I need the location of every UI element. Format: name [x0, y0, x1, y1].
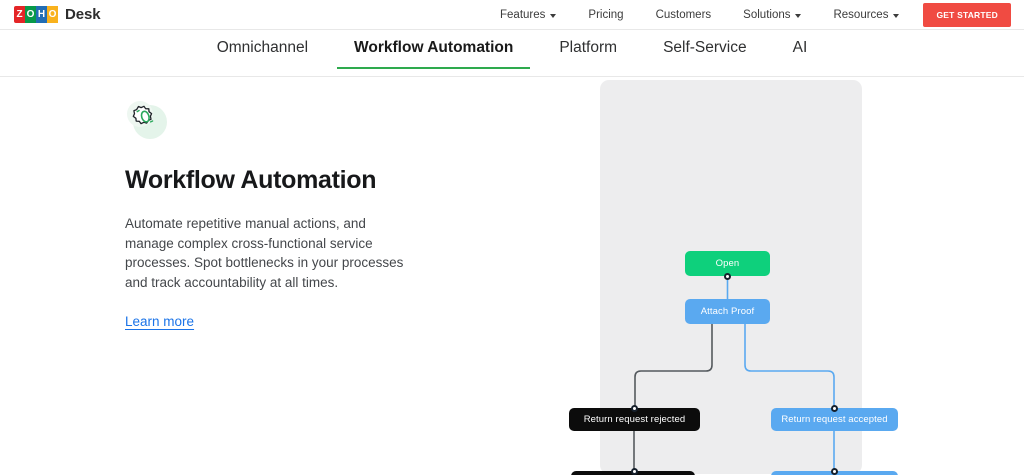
- connector-dot-notify-in[interactable]: [631, 467, 638, 475]
- nav-label-solutions: Solutions: [743, 9, 791, 21]
- workflow-node-attach-proof[interactable]: Attach Proof: [685, 299, 770, 324]
- chevron-down-icon: [550, 14, 557, 18]
- top-header-bar: Z O H O Desk Features Pricing Customers …: [0, 0, 1024, 30]
- feature-description-text: Automate repetitive manual actions, and …: [125, 216, 404, 290]
- learn-more-link[interactable]: Learn more: [125, 314, 195, 329]
- tab-self-service[interactable]: Self-Service: [663, 39, 747, 56]
- brand-logo[interactable]: Z O H O Desk: [14, 6, 101, 23]
- nav-item-customers[interactable]: Customers: [640, 0, 728, 30]
- logo-tile-o2: O: [47, 6, 58, 23]
- workflow-node-return-request-rejected[interactable]: Return request rejected: [569, 408, 700, 431]
- nav-item-solutions[interactable]: Solutions: [727, 0, 817, 30]
- connector-dot-accepted-in[interactable]: [830, 404, 838, 412]
- main-content: Workflow Automation Automate repetitive …: [0, 77, 1024, 475]
- feature-description-column: Workflow Automation Automate repetitive …: [125, 99, 425, 331]
- logo-tile-h: H: [36, 6, 47, 23]
- chevron-down-icon: [795, 14, 802, 18]
- chevron-down-icon: [893, 14, 900, 18]
- tab-workflow-automation[interactable]: Workflow Automation: [331, 39, 536, 69]
- tab-platform[interactable]: Platform: [559, 39, 618, 56]
- nav-item-pricing[interactable]: Pricing: [572, 0, 639, 30]
- get-started-button[interactable]: GET STARTED: [923, 3, 1011, 27]
- workflow-node-open[interactable]: Open: [685, 251, 770, 276]
- connector-dot-pickup-in[interactable]: [830, 467, 838, 475]
- nav-label-resources: Resources: [833, 9, 889, 21]
- connector-dot-open-out[interactable]: [724, 272, 731, 280]
- tab-ai[interactable]: AI: [792, 39, 808, 56]
- nav-label-features: Features: [500, 9, 546, 21]
- page-title: Workflow Automation: [125, 166, 377, 194]
- tab-omnichannel[interactable]: Omnichannel: [216, 39, 309, 56]
- nav-label-customers: Customers: [655, 9, 712, 21]
- primary-navigation: Features Pricing Customers Solutions Res…: [484, 0, 1024, 30]
- connector-dot-rejected-in[interactable]: [631, 404, 638, 412]
- nav-item-features[interactable]: Features: [484, 0, 572, 30]
- nav-label-pricing: Pricing: [588, 9, 624, 21]
- zoho-logo-icon: Z O H O: [14, 6, 58, 23]
- feature-tab-bar: Omnichannel Workflow Automation Platform…: [0, 30, 1024, 77]
- product-name: Desk: [65, 6, 101, 23]
- nav-item-resources[interactable]: Resources: [817, 0, 915, 30]
- logo-tile-o1: O: [25, 6, 36, 23]
- logo-tile-z: Z: [14, 6, 25, 23]
- workflow-node-return-request-accepted[interactable]: Return request accepted: [771, 408, 898, 431]
- gear-cog-icon: [125, 99, 169, 143]
- workflow-node-layer: Open Attach Proof Return request rejecte…: [0, 77, 1024, 475]
